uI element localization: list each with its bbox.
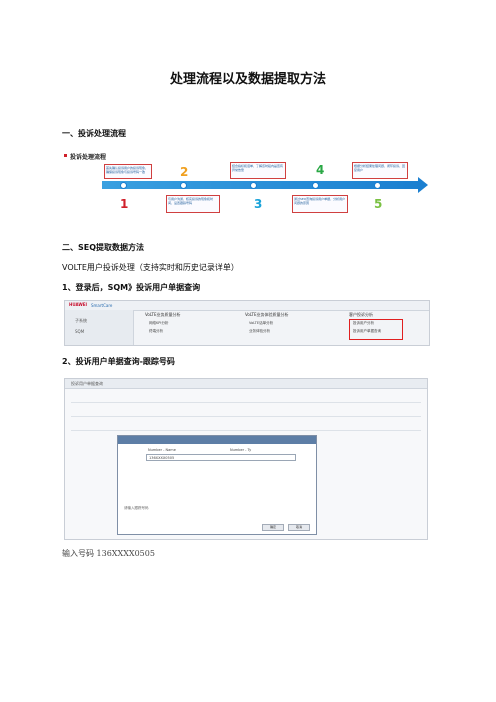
step-5-number: 5 bbox=[374, 197, 383, 211]
input-caption: 输入号码 136XXXX0505 bbox=[62, 549, 155, 558]
app-header: HUAWEI SmartCare bbox=[65, 301, 429, 311]
section2-heading: 二、SEQ提取数据方法 bbox=[62, 243, 145, 252]
col2-item[interactable]: 业务体验分析 bbox=[249, 329, 270, 333]
page-title: 处理流程以及数据提取方法 bbox=[169, 72, 326, 87]
tracking-number-dialog: Number - Name Number - Ty 136XXXX0505 请输… bbox=[117, 435, 317, 535]
flow-diagram: 投诉处理流程 首先确认投诉用户的投诉现象，确保投诉现象与投诉号码一致 2 结合指… bbox=[62, 147, 430, 229]
step-4-number: 4 bbox=[316, 163, 325, 177]
filter-row bbox=[71, 407, 421, 417]
step-dot bbox=[180, 182, 187, 189]
huawei-logo: HUAWEI bbox=[69, 302, 88, 307]
col1-item[interactable]: 终端分析 bbox=[149, 329, 163, 333]
col1-heading: VoLTE业务质量分析 bbox=[145, 312, 181, 317]
step-1-text: 与用户沟通，核实投诉的现象和时间，设置跟踪号码 bbox=[166, 195, 220, 213]
dialog-note: 请输入跟踪号码 bbox=[124, 506, 149, 510]
step-1-number: 1 bbox=[120, 197, 129, 211]
step-dot bbox=[250, 182, 257, 189]
tracking-number-input[interactable]: 136XXXX0505 bbox=[146, 454, 296, 461]
arrow-head-icon bbox=[418, 177, 428, 193]
step-3-text: 通过SEQ查询投诉用户单据，分析用户问题的原因 bbox=[292, 195, 348, 213]
ok-button[interactable]: 确定 bbox=[262, 524, 284, 531]
step2-heading: 2、投诉用户单据查询-跟踪号码 bbox=[62, 357, 175, 366]
col1-item[interactable]: 网络KPI分析 bbox=[149, 321, 169, 325]
dialog-col1: Number - Name bbox=[148, 448, 176, 452]
step-dot bbox=[374, 182, 381, 189]
col2-item[interactable]: VoLTE话单分析 bbox=[249, 321, 274, 325]
brand-name: SmartCare bbox=[91, 303, 113, 308]
left-menu: 子系统 SQM bbox=[65, 310, 134, 345]
tab-complaint-query[interactable]: 投诉用户单据查询 bbox=[71, 381, 103, 386]
bullet-icon bbox=[64, 154, 67, 157]
col2-heading: VoLTE业务体验质量分析 bbox=[245, 312, 289, 317]
filter-row bbox=[71, 421, 421, 431]
step-dot bbox=[312, 182, 319, 189]
flow-arrow bbox=[102, 181, 420, 189]
step1-heading: 1、登录后，SQM》投诉用户单据查询 bbox=[62, 283, 201, 292]
flow-title: 投诉处理流程 bbox=[70, 154, 107, 161]
menu-item-subsystem[interactable]: 子系统 bbox=[75, 318, 87, 323]
step-4-text: 结合指标和话单，了解该时段内是否有异常告警 bbox=[230, 162, 286, 179]
step-dot bbox=[120, 182, 127, 189]
filter-row bbox=[71, 393, 421, 403]
screenshot-menu: HUAWEI SmartCare 子系统 SQM VoLTE业务质量分析 网络K… bbox=[64, 300, 430, 346]
highlight-box bbox=[349, 319, 403, 340]
step-2-number: 2 bbox=[180, 165, 189, 179]
cancel-button[interactable]: 取消 bbox=[288, 524, 310, 531]
dialog-titlebar bbox=[118, 436, 316, 444]
section1-heading: 一、投诉处理流程 bbox=[62, 129, 126, 138]
screenshot-query: 投诉用户单据查询 Number - Name Number - Ty 136XX… bbox=[64, 378, 428, 540]
step-3-number: 3 bbox=[254, 197, 263, 211]
volte-text: VOLTE用户投诉处理（支持实时和历史记录详单） bbox=[62, 263, 239, 272]
tracking-number-value: 136XXXX0505 bbox=[149, 456, 175, 460]
tab-bar: 投诉用户单据查询 bbox=[65, 379, 427, 389]
col3-item[interactable]: 投诉用户分析 bbox=[353, 321, 374, 325]
step-2-text: 首先确认投诉用户的投诉现象，确保投诉现象与投诉号码一致 bbox=[104, 164, 152, 179]
menu-item-sqm[interactable]: SQM bbox=[75, 329, 85, 334]
col3-item-complaint-query[interactable]: 投诉用户单据查询 bbox=[353, 329, 381, 333]
step-5-text: 根据分析结果处理问题，闭环投诉，回复用户 bbox=[352, 162, 408, 179]
dialog-col2: Number - Ty bbox=[230, 448, 252, 452]
col3-heading: 客户投诉分析 bbox=[349, 312, 373, 317]
